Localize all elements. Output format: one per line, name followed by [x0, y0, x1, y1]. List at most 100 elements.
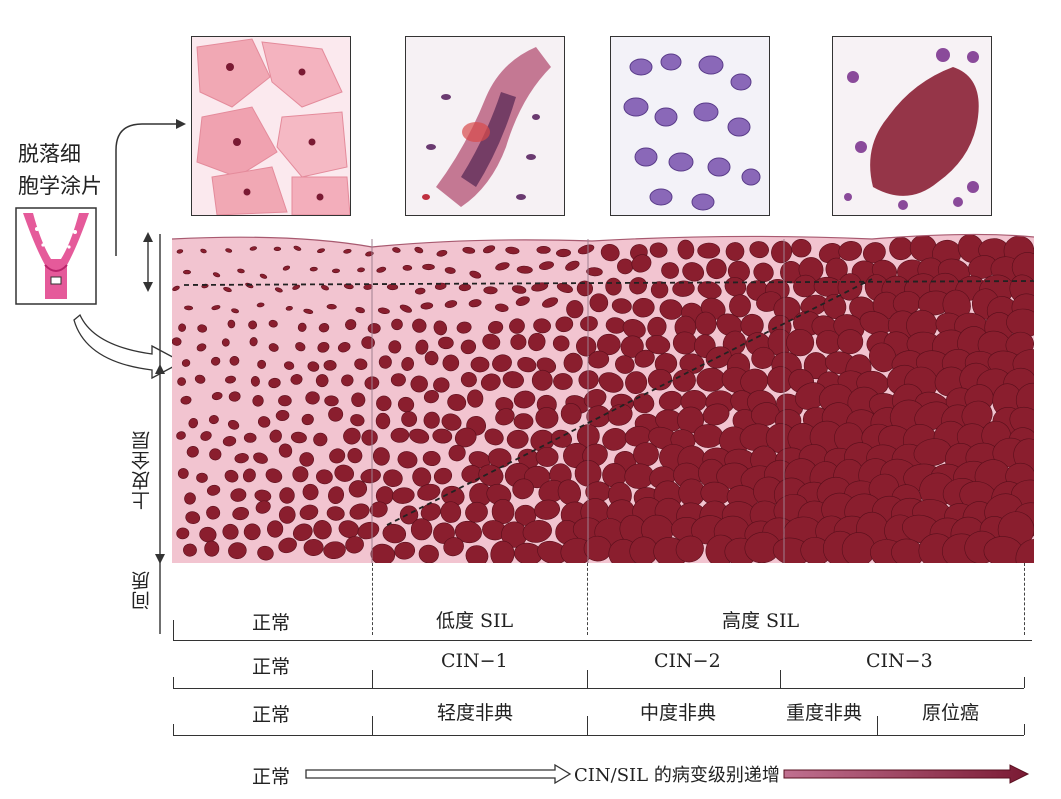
- nucleus: [556, 248, 571, 258]
- nucleus: [483, 245, 496, 254]
- nucleus: [401, 411, 418, 427]
- nucleus: [869, 342, 897, 373]
- smear-cin2-image: [610, 36, 770, 216]
- row3-tick-1: [372, 716, 373, 735]
- nucleus: [354, 358, 368, 370]
- divider-dashed-2: [587, 563, 588, 635]
- nucleus: [423, 411, 440, 429]
- nucleus: [243, 432, 257, 443]
- nucleus: [290, 431, 307, 444]
- row3-cis-label: 原位癌: [922, 702, 980, 724]
- nucleus: [597, 333, 621, 356]
- nucleus: [348, 480, 368, 498]
- nucleus: [209, 448, 222, 461]
- row2-tick-1: [372, 670, 373, 688]
- nucleus: [677, 239, 695, 260]
- nucleus: [329, 448, 346, 464]
- nucleus: [460, 371, 477, 388]
- nucleus: [697, 281, 722, 299]
- nucleus: [465, 545, 489, 563]
- nucleus: [511, 285, 527, 294]
- nucleus: [650, 281, 669, 299]
- nucleus: [462, 247, 476, 254]
- nucleus: [442, 354, 460, 372]
- nucleus: [249, 246, 257, 251]
- nucleus: [196, 343, 207, 352]
- nucleus: [402, 264, 413, 271]
- nucleus: [210, 356, 221, 366]
- nucleus: [418, 544, 439, 563]
- nucleus: [514, 504, 537, 526]
- nucleus: [394, 541, 416, 560]
- nucleus: [275, 409, 290, 421]
- nucleus: [441, 413, 462, 431]
- nucleus: [176, 527, 190, 540]
- nucleus: [447, 393, 467, 411]
- nucleus: [227, 319, 236, 329]
- nucleus: [375, 412, 391, 430]
- nucleus: [438, 336, 454, 350]
- nucleus: [509, 318, 525, 334]
- nucleus: [837, 329, 864, 355]
- nucleus: [1015, 539, 1034, 563]
- nucleus: [334, 464, 355, 482]
- nucleus: [370, 543, 396, 563]
- nucleus: [454, 520, 482, 544]
- nucleus: [409, 428, 430, 444]
- nucleus: [502, 371, 524, 389]
- nucleus: [725, 242, 745, 261]
- row3-tick-4: [1024, 724, 1025, 735]
- nucleus: [248, 320, 257, 330]
- nucleus: [184, 492, 196, 505]
- nucleus: [433, 467, 453, 485]
- smear-cin3-image: [832, 36, 992, 216]
- nucleus: [292, 523, 313, 542]
- nucleus: [206, 505, 221, 520]
- nucleus: [470, 356, 490, 373]
- nucleus: [377, 307, 390, 314]
- nucleus: [232, 507, 249, 521]
- nucleus: [490, 540, 515, 563]
- nucleus: [266, 520, 284, 538]
- epithelium-axis-label: 上皮全层: [131, 430, 153, 510]
- nucleus: [483, 286, 498, 295]
- nucleus: [301, 413, 314, 426]
- nucleus: [295, 342, 306, 352]
- nucleus: [791, 238, 812, 258]
- nucleus: [749, 241, 769, 259]
- nucleus: [200, 431, 212, 441]
- row3-moderate-label: 中度非典: [640, 702, 717, 724]
- nucleus: [390, 427, 410, 443]
- nucleus: [176, 249, 184, 254]
- nucleus: [565, 260, 580, 271]
- nucleus: [478, 464, 504, 487]
- nucleus: [243, 523, 261, 541]
- nucleus: [172, 337, 182, 346]
- nucleus: [672, 369, 696, 392]
- nucleus: [482, 333, 501, 350]
- nucleus: [420, 302, 434, 310]
- nucleus: [675, 535, 704, 563]
- nucleus: [206, 484, 221, 496]
- nucleus: [323, 541, 346, 560]
- nucleus: [225, 375, 236, 384]
- nucleus: [349, 503, 370, 520]
- nucleus: [510, 334, 527, 350]
- nucleus: [279, 487, 295, 504]
- nucleus: [506, 429, 529, 449]
- nucleus: [293, 245, 302, 251]
- nucleus: [517, 357, 537, 373]
- nucleus: [256, 302, 265, 308]
- nucleus: [491, 499, 515, 525]
- nucleus: [328, 406, 344, 422]
- row2-cin2-label: CIN−2: [654, 650, 721, 672]
- nucleus: [492, 354, 512, 372]
- nucleus: [351, 392, 366, 408]
- nucleus: [299, 504, 319, 520]
- nucleus: [305, 391, 320, 405]
- nucleus: [237, 268, 245, 274]
- row1-tick-left: [173, 620, 174, 640]
- nucleus: [208, 415, 219, 425]
- cervix-icon: [15, 207, 97, 305]
- nucleus: [469, 270, 482, 279]
